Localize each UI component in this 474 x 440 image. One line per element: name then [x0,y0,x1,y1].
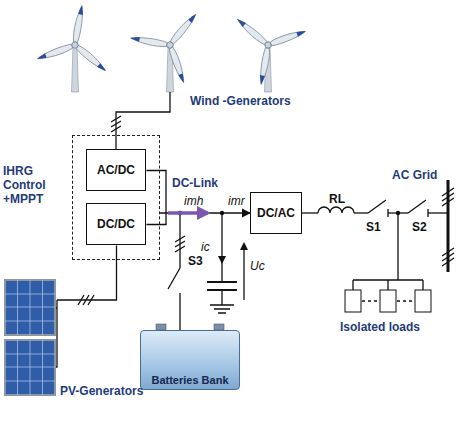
pv-panel [5,280,55,335]
converter-box: DC/DC [86,203,146,245]
ground-symbol [210,305,234,313]
component-label: RL [329,192,345,206]
wind-turbine [234,0,318,92]
wire [147,213,167,225]
wire [55,246,117,368]
wind-turbine [128,0,224,92]
current-arrow [168,211,208,215]
pv-panel [5,340,55,395]
capacitor-symbol [207,282,237,290]
box-label: Batteries Bank [151,374,228,386]
signal-name: imr [228,194,245,208]
junction-dot [396,211,400,215]
three-phase-mark [442,248,454,266]
inverter-box: DC/AC [250,192,302,234]
wire [428,212,448,213]
wind-turbine [35,0,117,92]
grid-label: AC Grid [392,168,437,182]
inductor-symbol [318,207,354,213]
three-phase-mark [78,295,94,305]
switch-symbol [368,200,388,217]
wire [221,290,222,305]
wire [179,213,180,268]
group-label: Wind -Generators [190,94,291,108]
wire [147,171,167,214]
wire [116,92,170,150]
switch-symbol [408,200,428,217]
box-label: AC/DC [97,163,135,177]
group-label: PV-Generators [60,384,143,398]
three-phase-mark [175,236,185,252]
switch-label: S1 [366,220,381,234]
switch-label: S3 [188,254,203,268]
three-phase-mark [442,188,454,206]
signal-name: Uc [250,259,265,273]
battery-bank: Batteries Bank [140,330,240,390]
switch-label: S2 [412,220,427,234]
load-label: Isolated loads [340,320,420,334]
switch-symbol [168,268,180,330]
control-group: IHRG Control +MPPTAC/DCDC/DC [72,135,160,260]
voltage-arrow [243,247,244,300]
load-symbol [345,290,431,312]
wire [302,212,318,213]
signal-name: ic [201,240,210,254]
voltage-arrowhead [240,242,248,250]
box-label: DC/DC [97,217,135,231]
dc-link-connector [160,212,250,213]
three-phase-mark [111,116,121,132]
wire [221,213,222,282]
box-label: DC/AC [257,206,295,220]
signal-name: imh [184,194,203,208]
group-heading: IHRG Control +MPPT [3,164,69,206]
current-arrowhead [218,256,226,264]
converter-box: AC/DC [86,149,146,191]
bus-label: DC-Link [172,176,218,190]
wire [354,212,368,213]
